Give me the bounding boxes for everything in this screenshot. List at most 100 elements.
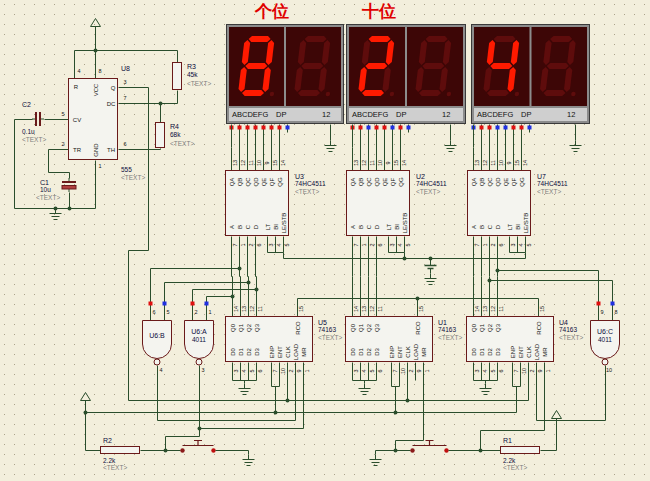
text-holder: U8	[121, 65, 130, 72]
text-holder: DP	[521, 111, 531, 119]
text-holder: QG	[398, 177, 404, 186]
bus-wire	[352, 125, 353, 171]
text-holder: D3	[374, 348, 380, 356]
text-holder: CLK	[285, 346, 291, 358]
wire	[364, 381, 365, 384]
wire	[391, 363, 392, 387]
wire	[75, 51, 178, 79]
pin-number: 4	[277, 243, 283, 246]
ground-symbol	[50, 209, 62, 220]
pin-number: 5	[370, 369, 376, 372]
text-placeholder: <TEXT>	[121, 175, 145, 182]
text-holder: 6	[123, 142, 126, 148]
segment	[415, 67, 424, 92]
pin-name: QA	[350, 178, 356, 187]
text-holder: 11	[370, 160, 376, 166]
wire	[248, 237, 249, 317]
text-holder: 11	[499, 306, 505, 312]
wire	[392, 125, 393, 171]
pin-number: 3	[475, 369, 481, 372]
text-holder: 12	[483, 160, 489, 166]
text-holder: <TEXT>	[170, 141, 194, 148]
text-holder: 74HC4511	[416, 181, 447, 188]
wire	[86, 401, 101, 451]
wire	[396, 237, 397, 253]
segment	[493, 36, 516, 42]
logic-state-marker	[163, 302, 167, 306]
text-holder: 1	[425, 369, 431, 372]
pin-name: Q1	[358, 324, 364, 332]
text-holder: ENP	[269, 346, 275, 358]
text-holder: 1	[208, 310, 211, 316]
text-holder: 4011	[192, 337, 206, 344]
segment	[301, 63, 324, 69]
pin-name: C	[487, 225, 493, 229]
text-placeholder: <TEXT>	[103, 465, 127, 472]
wire	[240, 363, 241, 381]
wire	[449, 450, 501, 451]
text-holder: RCO	[536, 321, 542, 334]
text-holder: QG	[519, 177, 525, 186]
text-holder: 2.2k	[503, 458, 515, 465]
text-holder: 10	[257, 160, 263, 166]
pin-name: D2	[487, 348, 493, 356]
text-holder: A	[471, 225, 477, 229]
capacitor-plates	[36, 112, 40, 126]
wire	[271, 363, 272, 387]
pin-number: 5	[527, 243, 533, 246]
pin-number: 15	[299, 306, 305, 312]
inversion-bubble	[196, 359, 202, 365]
text-holder: 7	[514, 369, 520, 372]
text-holder: D	[253, 225, 259, 229]
text-holder: 4	[362, 369, 368, 372]
pin-name: CLK	[526, 346, 532, 358]
text-holder: D1	[358, 348, 364, 356]
text-holder: MR	[421, 347, 427, 356]
wire	[481, 237, 482, 317]
wire	[497, 237, 498, 317]
pin-name: MR	[301, 347, 307, 356]
text-holder: Q0	[350, 324, 356, 332]
digit	[238, 36, 282, 96]
text-holder: U7	[537, 173, 546, 180]
text-holder: 68k	[170, 132, 180, 139]
pin-number: 10	[499, 160, 505, 166]
segment	[265, 40, 274, 65]
pin-number: 10	[606, 368, 612, 374]
pin-number: 9	[417, 369, 423, 372]
seven-segment-display: ABCDEFGDP12	[471, 24, 590, 124]
wire	[275, 237, 276, 253]
wire	[256, 237, 257, 317]
text-placeholder: <TEXT>	[503, 465, 527, 472]
pin-number: 15	[419, 306, 425, 312]
text-holder: D	[495, 225, 501, 229]
wire	[376, 125, 377, 171]
gate-body	[591, 321, 620, 359]
pin-number: 1	[546, 369, 552, 372]
pin-name: Q2	[246, 324, 252, 332]
wire	[330, 125, 331, 141]
node-outline	[226, 24, 344, 124]
text-placeholder: <TEXT>	[170, 141, 194, 148]
part-value: 68k	[170, 132, 180, 139]
text-holder: 10	[606, 368, 612, 374]
part-value: 74163	[318, 327, 336, 334]
pin-name: LE/STB	[523, 213, 529, 234]
pin-name: D0	[230, 348, 236, 356]
text-holder: QG	[277, 177, 283, 186]
wire	[86, 412, 517, 413]
pin-number: 10	[378, 160, 384, 166]
pin-number: 15	[273, 160, 279, 166]
text-holder: ABCDEFG	[477, 111, 513, 119]
text-holder: LT	[386, 224, 392, 231]
pin-number: 13	[233, 160, 239, 166]
text-holder: C1	[40, 179, 49, 186]
junction-dot	[68, 207, 72, 211]
text-holder: 15	[394, 160, 400, 166]
digit	[539, 36, 583, 96]
text-holder: U2	[416, 173, 425, 180]
text-holder: 15	[299, 306, 305, 312]
segment	[543, 90, 566, 96]
text-holder: R1	[503, 437, 512, 444]
logic-state-marker	[611, 302, 615, 306]
